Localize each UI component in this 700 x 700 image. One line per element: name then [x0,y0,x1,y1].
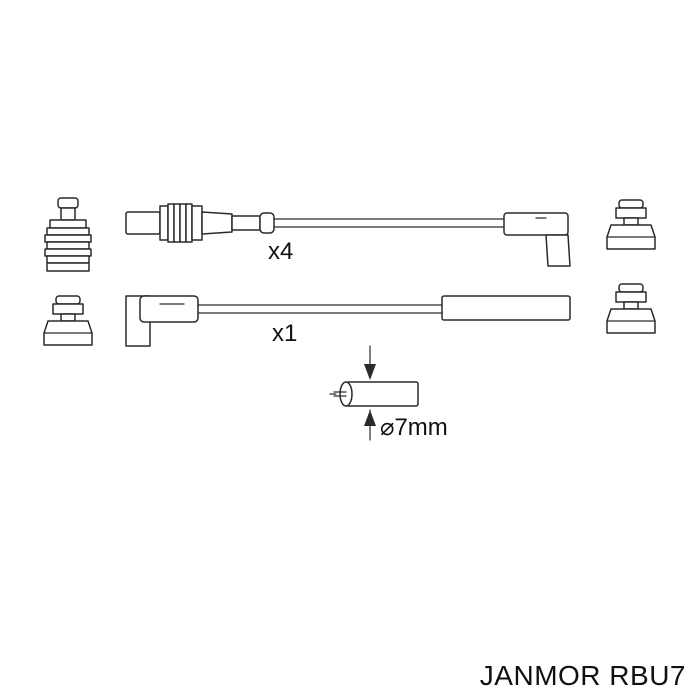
diameter-label: ⌀7mm [380,414,448,441]
ignition-cable-bottom [125,295,571,347]
brand-part-number: JANMOR RBU7 [479,660,686,691]
spark-plug-boot-left-top [44,197,92,272]
connector-right-bottom [606,283,656,334]
connector-left-bottom [43,295,93,346]
quantity-label-top: x4 [268,238,293,265]
ignition-cable-top [125,203,571,267]
cable-cross-section [329,381,419,407]
connector-right-top [606,199,656,250]
diameter-dimension-arrows [364,345,376,441]
quantity-label-bottom: x1 [272,320,297,347]
